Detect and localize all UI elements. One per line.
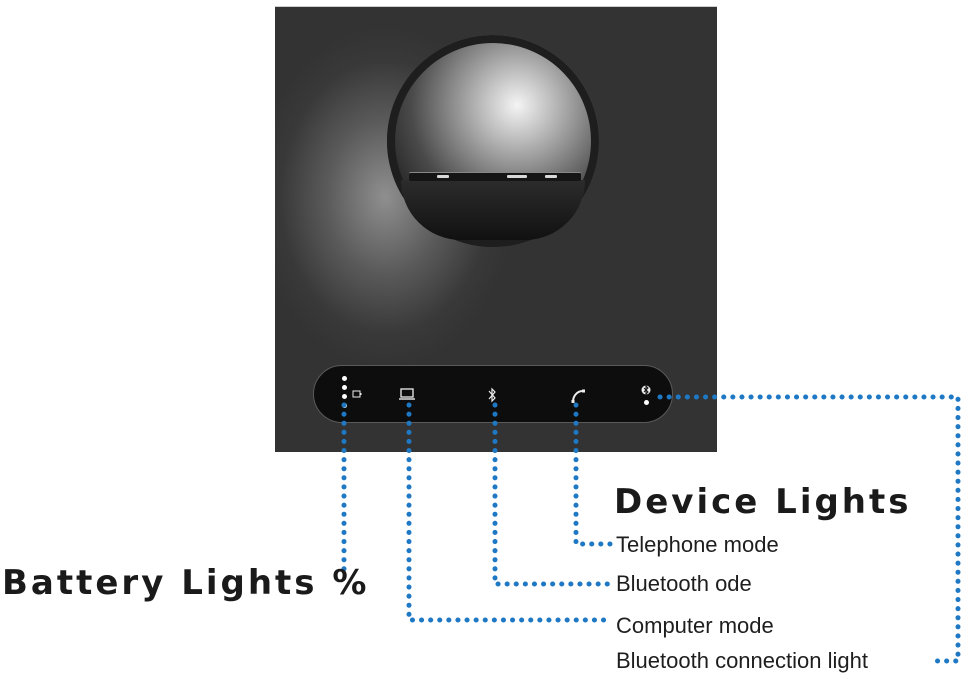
charging-dock-device: [275, 6, 717, 452]
bluetooth-connection-label: Bluetooth connection light: [616, 648, 868, 673]
battery-led: [342, 394, 347, 399]
battery-icon: [352, 390, 362, 398]
battery-led: [342, 385, 347, 390]
computer-mode-label: Computer mode: [616, 613, 774, 638]
telephone-leader-line: [573, 402, 613, 547]
battery-led: [342, 376, 347, 381]
laptop-icon: [399, 388, 415, 400]
bluetooth-status-led: [644, 400, 649, 405]
bluetooth-mode-label: Bluetooth ode: [616, 571, 752, 596]
dock-shelf: [401, 180, 585, 240]
bluetooth-leader-line: [492, 402, 613, 587]
bt-connection-leader-line: [657, 394, 961, 664]
bluetooth-connection-icon: [641, 384, 651, 396]
dock-connector-slot: [409, 172, 581, 181]
bluetooth-icon: [488, 387, 496, 403]
phone-dock-cradle: [387, 35, 599, 247]
telephone-mode-label: Telephone mode: [616, 532, 779, 557]
phone-icon: [571, 389, 585, 403]
computer-leader-line: [406, 402, 613, 623]
battery-lights-title: Battery Lights %: [2, 563, 370, 603]
device-lights-title: Device Lights: [614, 482, 912, 522]
